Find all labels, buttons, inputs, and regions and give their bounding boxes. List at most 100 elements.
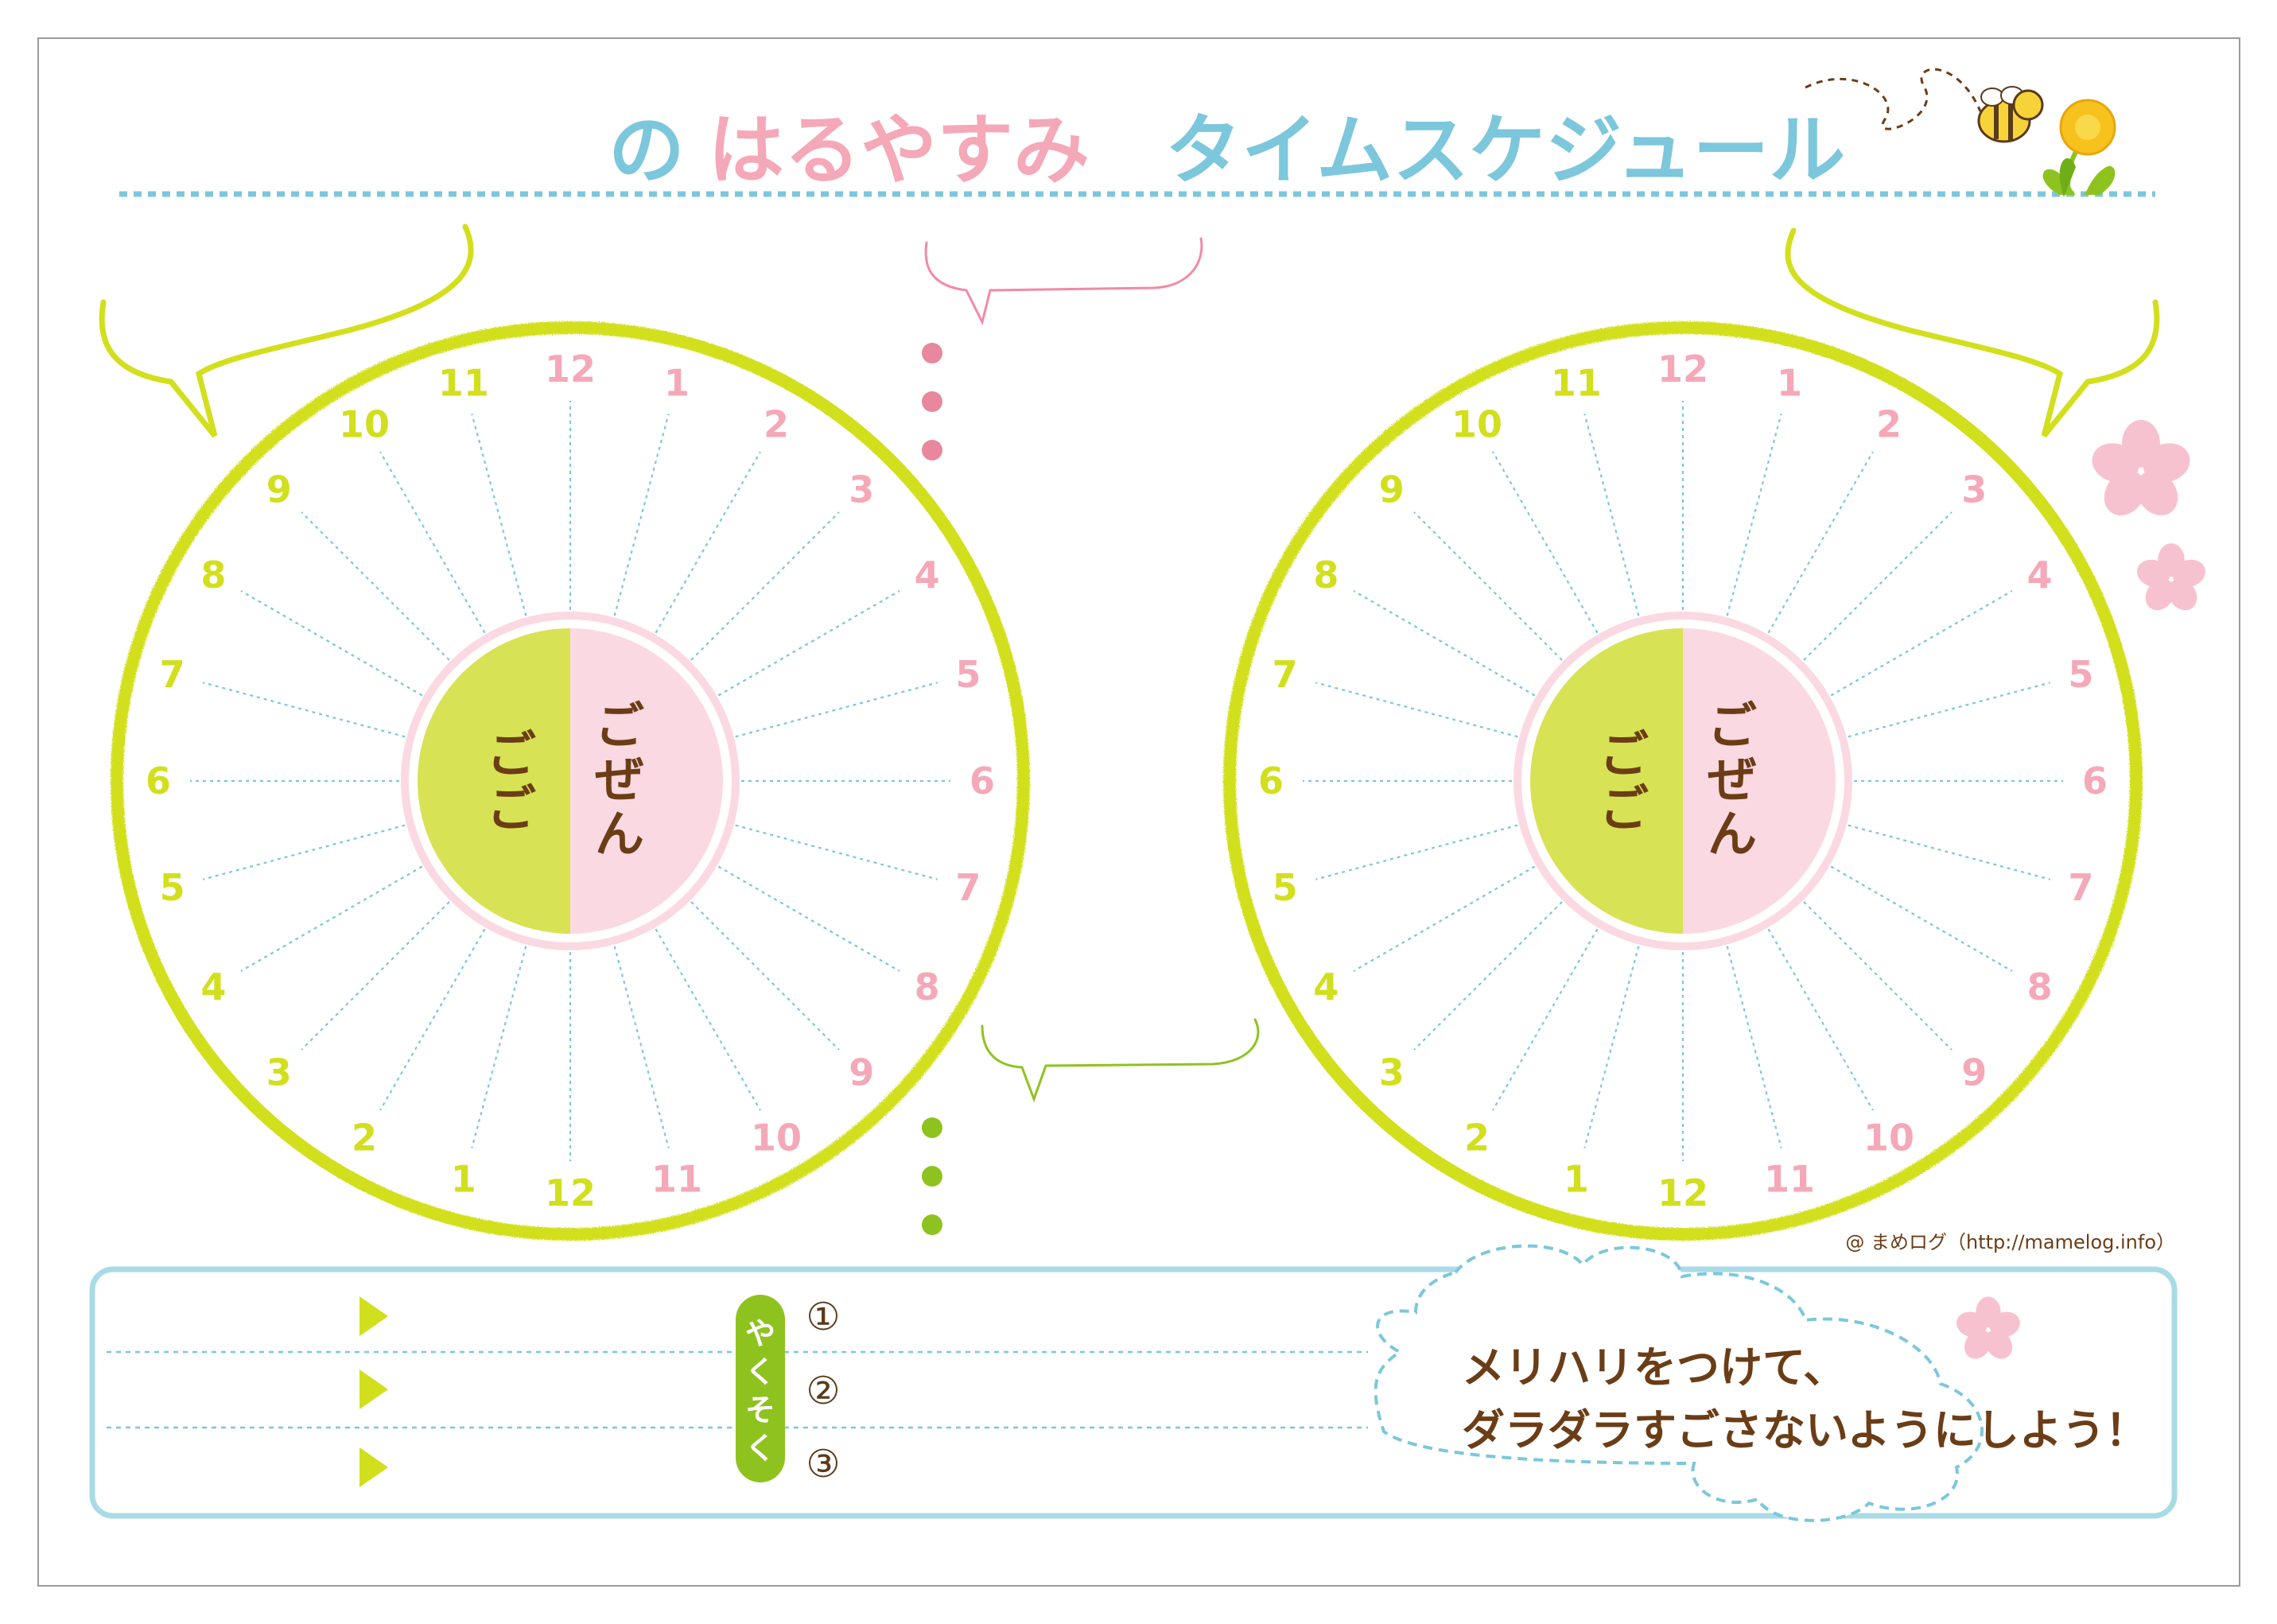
message-line-2: ダラダラすごさないようにしよう！	[1462, 1405, 2148, 1455]
clock-tick-line	[1764, 922, 1874, 1111]
clock-pm-hour: 1	[1564, 1157, 1589, 1200]
clock-tick-line	[301, 511, 456, 666]
clock-tick-line	[1413, 896, 1568, 1051]
triangle-bullet-icon	[359, 1296, 388, 1336]
clock-tick-line	[612, 938, 670, 1148]
clock-tick-line	[1492, 922, 1602, 1111]
promise-panel	[89, 1266, 2178, 1519]
clock-tick-line	[379, 922, 489, 1111]
clock-am-label: ん	[595, 805, 644, 863]
bee-icon	[1805, 68, 2044, 143]
clock-pm-hour: 2	[352, 1117, 377, 1160]
clock-pm-hour: 6	[1258, 760, 1284, 802]
clock-tick-line	[1353, 590, 1542, 700]
clock-pm-label: ご	[1599, 779, 1649, 837]
title-subtitle: タイムスケジュール	[1165, 106, 1845, 195]
clock-tick-line	[685, 511, 840, 666]
sakura-icon	[1956, 1296, 2020, 1359]
pink-dots	[922, 343, 942, 460]
clock-am-label: ぜ	[595, 751, 644, 809]
triangle-bullet-icon	[359, 1370, 388, 1409]
promise-number-2: ②	[806, 1369, 840, 1413]
clock-am-hour: 6	[2082, 760, 2108, 802]
clock-am-hour: 3	[849, 468, 874, 511]
clock-tick-line	[1764, 451, 1874, 640]
clock-am-hour: 12	[545, 348, 596, 390]
clock-tick-line	[240, 862, 429, 972]
clock-am-hour: 3	[1961, 468, 1987, 511]
speech-bubble-top-center	[924, 237, 1203, 326]
speech-bubble-right	[1785, 227, 2160, 438]
clock-tick-line	[1315, 682, 1525, 740]
clock-tick-line	[1315, 822, 1525, 880]
clock-tick-line	[1353, 862, 1542, 972]
clock-pm-hour: 4	[200, 965, 226, 1008]
clock-pm-hour: 11	[438, 362, 489, 405]
clock-tick-line	[711, 590, 900, 700]
clock-am-hour: 8	[2027, 965, 2053, 1008]
clock-tick-line	[1583, 414, 1642, 624]
clock-tick-line	[471, 938, 529, 1148]
clock-tick-line	[203, 682, 413, 740]
clock-tick-line	[728, 682, 938, 740]
svg-text:や: や	[745, 1316, 775, 1351]
clock-pm-label: ご	[1599, 725, 1649, 783]
clock-am-label: ご	[1708, 697, 1757, 755]
clock-am-hour: 4	[915, 554, 940, 596]
message-cloud	[1374, 1244, 1984, 1522]
clock-am-hour: 9	[1961, 1051, 1987, 1094]
clock-am-hour: 11	[651, 1157, 702, 1200]
clock-tick-line	[1840, 682, 2050, 740]
clock-pm-hour: 5	[1273, 866, 1298, 909]
clock-pm-hour: 10	[1451, 402, 1502, 445]
clock-am-hour: 2	[1876, 402, 1902, 445]
message-line-1: メリハリをつけて、	[1462, 1342, 1846, 1393]
page-title: の はるやすみ タイムスケジュール	[608, 106, 1845, 195]
dandelion-icon	[2042, 99, 2116, 197]
clock-tick-line	[1724, 938, 1782, 1148]
clock-tick-line	[471, 414, 529, 624]
clock-am-label: ん	[1708, 805, 1757, 863]
clock-pm-label: ご	[487, 725, 536, 783]
triangle-bullets	[359, 1296, 388, 1487]
credit-text: @ まめログ（http://mamelog.info）	[1845, 1231, 2175, 1253]
promise-number-3: ③	[806, 1442, 840, 1486]
clock-pm-half	[418, 628, 570, 934]
triangle-bullet-icon	[359, 1447, 388, 1487]
clock-pm-hour: 5	[160, 866, 185, 909]
clock-pm-hour: 8	[200, 554, 226, 596]
clock-tick-line	[651, 922, 761, 1111]
clock-tick-line	[301, 896, 456, 1051]
clock-am-hour: 7	[955, 866, 981, 909]
clock-am-hour: 12	[1657, 348, 1708, 390]
clock-pm-half	[1530, 628, 1683, 934]
clock-pm-hour: 12	[545, 1171, 596, 1214]
title-season: はるやすみ	[708, 106, 1090, 195]
sakura-icon	[2092, 420, 2190, 516]
promise-badge	[736, 1295, 785, 1482]
clock-pm-hour: 6	[146, 760, 171, 802]
clock-pm-hour: 1	[451, 1157, 476, 1200]
clock-pm-hour: 11	[1551, 362, 1602, 405]
speech-bubble-left	[99, 223, 474, 438]
clock-tick-line	[685, 896, 840, 1051]
clock-tick-line	[240, 590, 429, 700]
clock-tick-line	[1824, 862, 2013, 972]
svg-text:く: く	[745, 1431, 775, 1466]
clock-pm-hour: 3	[266, 1051, 292, 1094]
clock-pm-hour: 3	[1379, 1051, 1405, 1094]
clock-tick-line	[1797, 896, 1953, 1051]
green-dots	[922, 1117, 942, 1235]
clock-tick-line	[612, 414, 670, 624]
clock-pm-hour: 9	[1379, 468, 1405, 511]
speech-bubble-bottom-center	[981, 1018, 1260, 1103]
clock-pm-label: ご	[487, 779, 536, 837]
clock-tick-line	[1492, 451, 1602, 640]
clock-am-half	[570, 628, 723, 934]
svg-text:そ: そ	[745, 1393, 775, 1428]
clock-am-label: ぜ	[1708, 751, 1757, 809]
clock-tick-line	[1724, 414, 1782, 624]
clock-am-hour: 7	[2068, 866, 2093, 909]
